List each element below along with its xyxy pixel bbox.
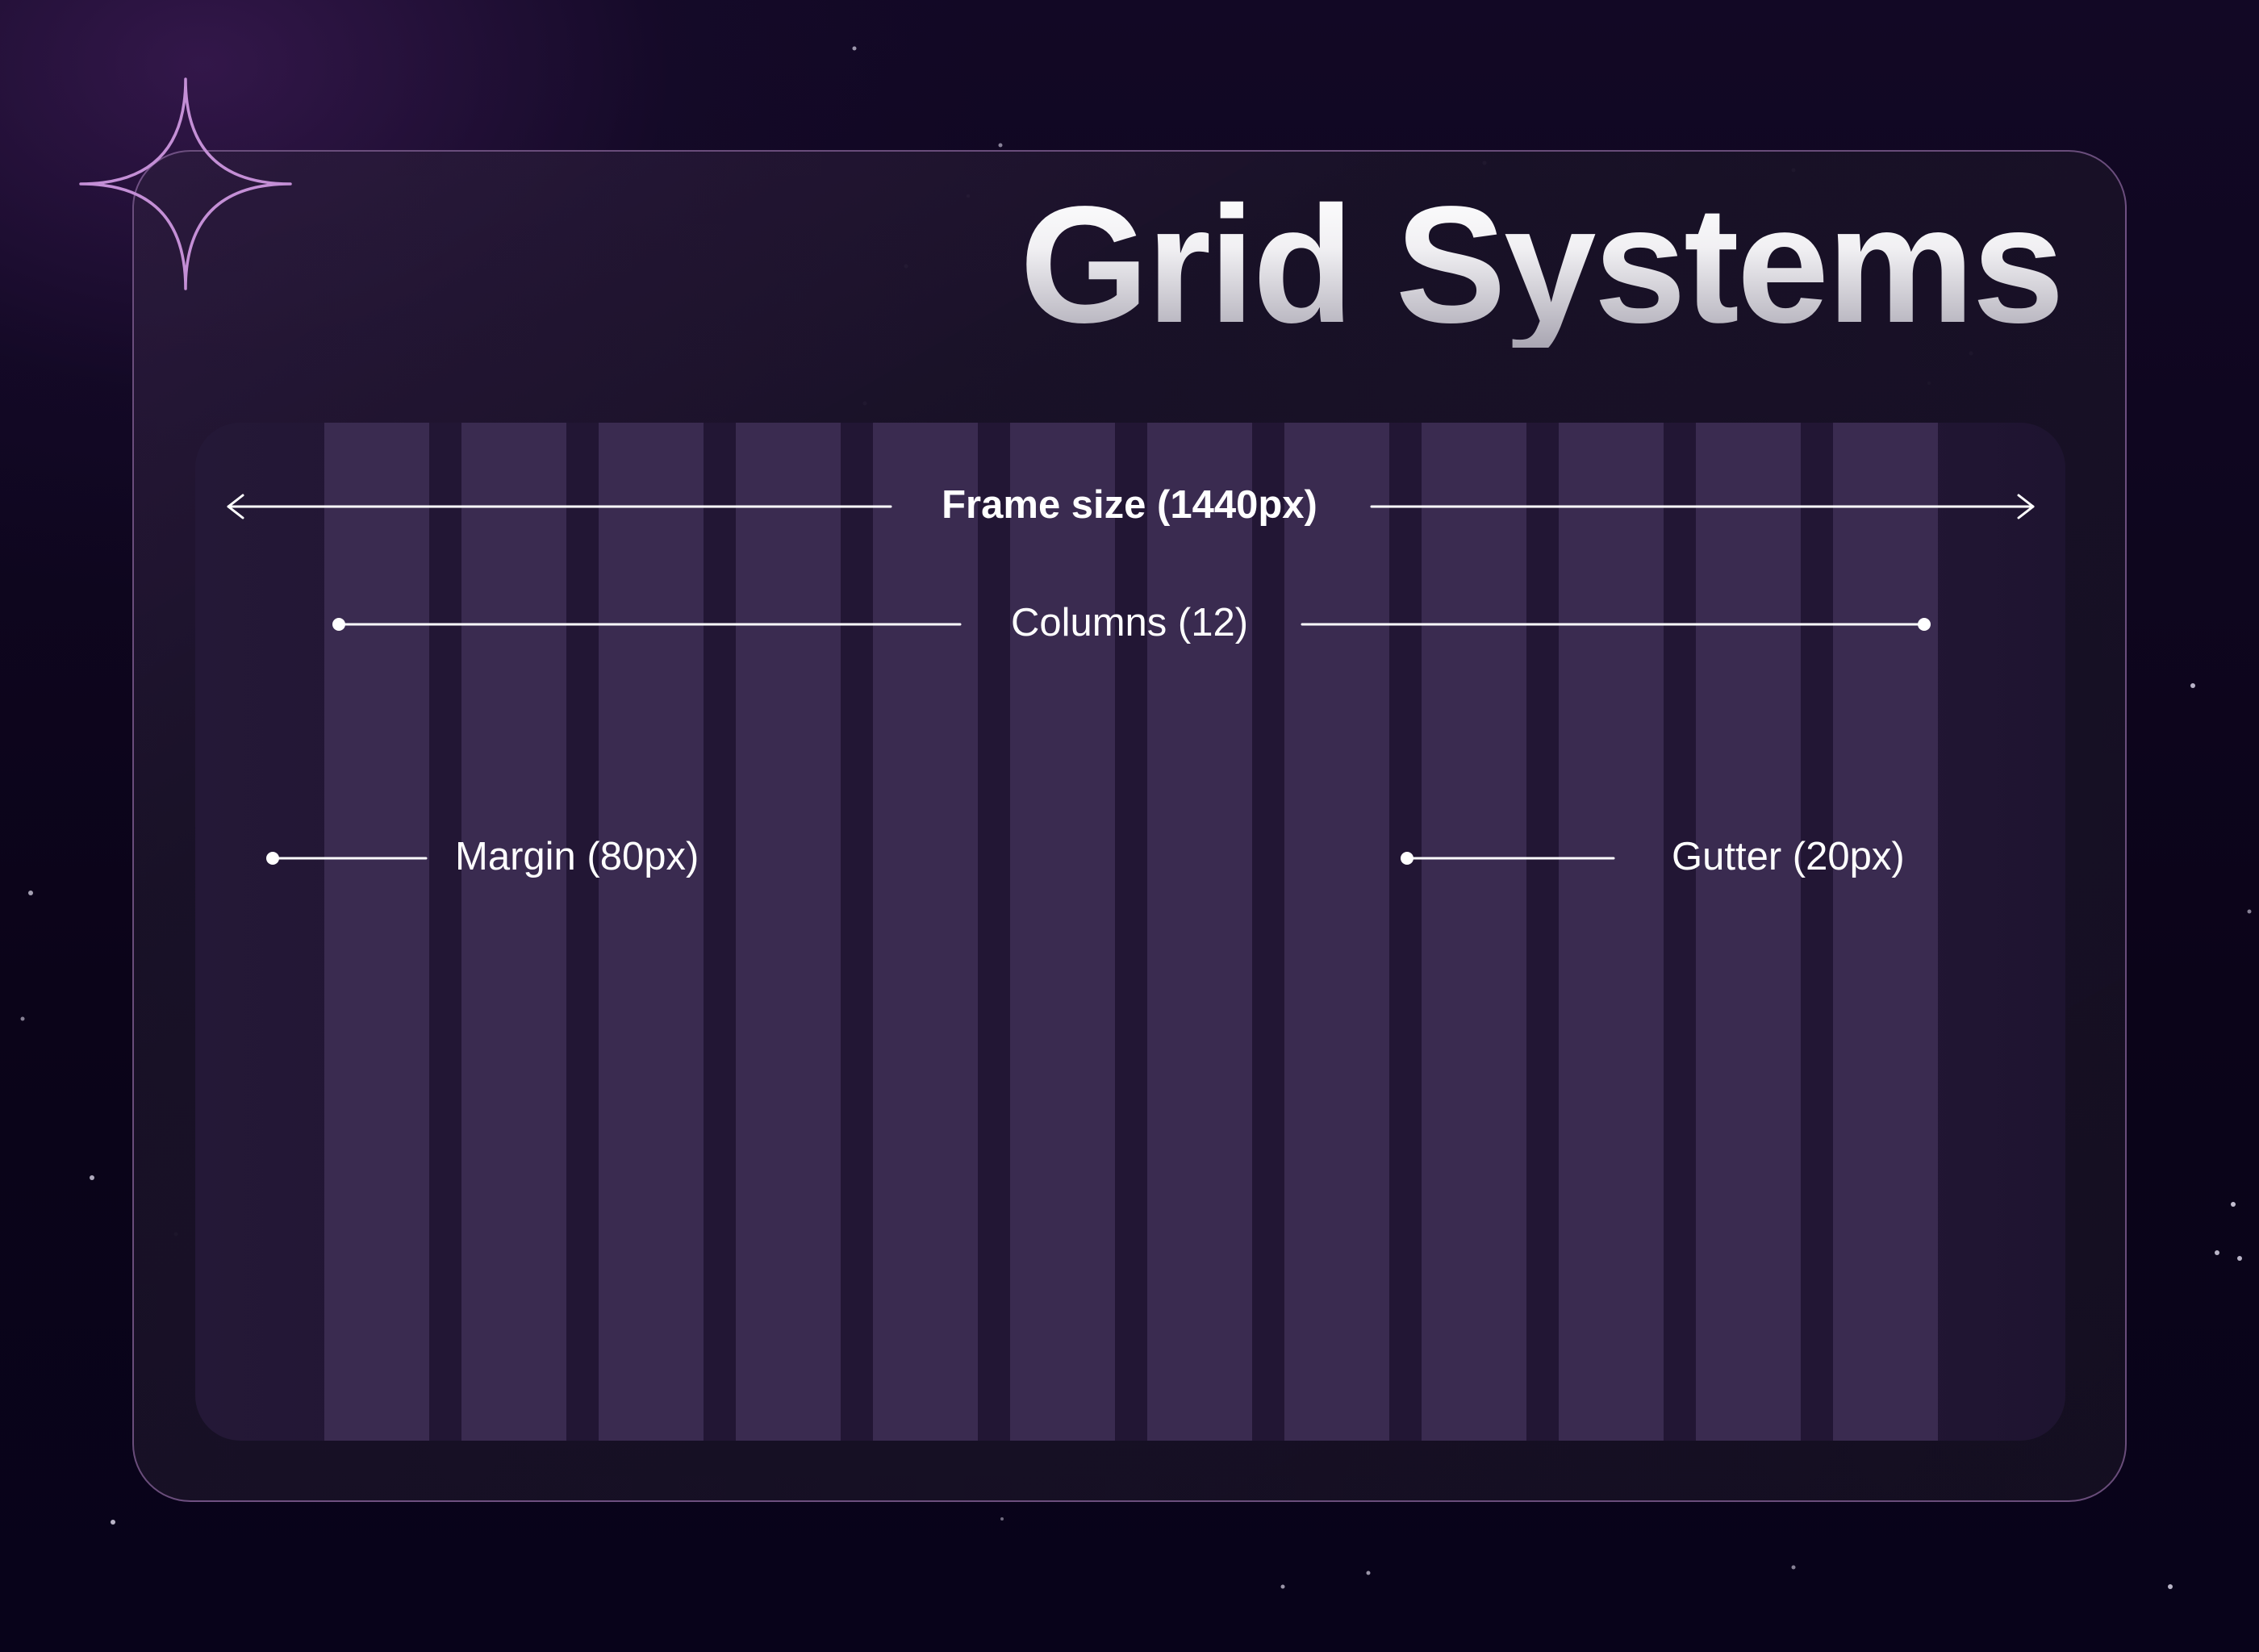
four-point-star-icon	[79, 77, 292, 290]
grid-column	[1010, 423, 1115, 1441]
grid-column	[736, 423, 841, 1441]
grid-column	[1147, 423, 1252, 1441]
grid-column	[1284, 423, 1389, 1441]
page-title: Grid Systems	[1019, 172, 2065, 357]
columns-label: Columns (12)	[1010, 601, 1249, 645]
grid-column	[1833, 423, 1938, 1441]
columns-dot-left	[332, 618, 345, 631]
grid-column	[1422, 423, 1526, 1441]
grid-frame	[195, 423, 2065, 1441]
grid-column	[1559, 423, 1664, 1441]
grid-column	[873, 423, 978, 1441]
gutter-dot	[1401, 852, 1413, 865]
frame-size-label: Frame size (1440px)	[942, 483, 1317, 527]
arrow-right-icon	[2017, 494, 2035, 519]
margin-label: Margin (80px)	[455, 835, 699, 878]
grid-column	[1696, 423, 1801, 1441]
gutter-label: Gutter (20px)	[1672, 835, 1905, 878]
annotation-lines	[227, 494, 2035, 865]
grid-column	[324, 423, 429, 1441]
columns-dot-right	[1918, 618, 1931, 631]
grid-column	[461, 423, 566, 1441]
grid-column	[599, 423, 704, 1441]
arrow-left-icon	[227, 494, 244, 519]
margin-dot	[266, 852, 279, 865]
